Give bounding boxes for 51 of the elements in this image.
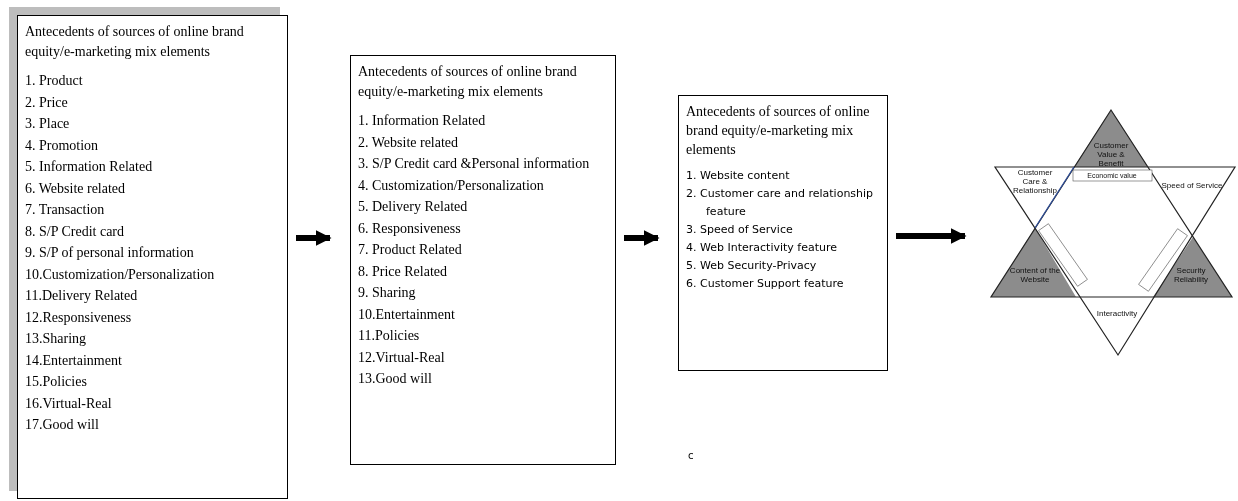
box-heading: Antecedents of sources of online brand equity/e-marketing mix elements [25,23,245,61]
list-item: 5. Information Related [25,158,154,176]
star-segment-label: Speed of Service [1161,180,1223,190]
text-box [678,95,888,371]
list-item: 2. Price [25,93,69,112]
list-item: 12.Virtual-Real [358,348,446,367]
note-text: c [688,449,694,463]
list-item: 8. S/P Credit card [25,222,126,241]
list-item: 5. Delivery Related [358,198,469,216]
list-item: 10.Customization/Personalization [25,265,216,284]
list-item: 9. S/P of personal information [25,244,195,262]
arrow [896,228,967,244]
box-heading: Antecedents of sources of online brand equity/e-marketing mix elements [686,103,871,159]
star-segment-label: Customer Care & Relationship [1012,167,1058,195]
list-item: 14.Entertainment [25,351,123,370]
list-item: 1. Product [25,72,84,90]
list-item: 7. Product Related [358,241,463,259]
star-segment-label: Security Reliability [1172,266,1210,284]
text-box [350,55,616,465]
list-item: 3. S/P Credit card &Personal information [358,155,591,173]
star-segment-label: Interactivity [1096,308,1138,318]
list-item: 4. Web Interactivity feature [686,240,839,256]
arrow [624,230,660,246]
list-item: 13.Good will [358,370,433,388]
list-item: 1. Information Related [358,112,487,130]
list-item: 15.Policies [25,373,88,391]
list-item: 2. Website related [358,133,460,152]
list-item: 10.Entertainment [358,305,456,324]
list-item: 5. Web Security-Privacy [686,258,818,274]
list-item: 16.Virtual-Real [25,394,113,413]
arrow [296,230,332,246]
list-item: 17.Good will [25,416,100,434]
list-item: 4. Promotion [25,136,100,155]
list-item: 11.Delivery Related [25,287,139,305]
star-segment-label: Customer Value & Benefit [1092,140,1130,168]
list-item: 6. Customer Support feature [686,276,845,292]
list-item: 13.Sharing [25,330,88,348]
list-item: 1. Website content [686,168,791,184]
star-segment-label: Content of the Website [1008,266,1062,284]
box-heading: Antecedents of sources of online brand equity/e-marketing mix elements [358,63,578,101]
list-item: 2. Customer care and relationship feature [686,186,875,220]
list-item: 3. Place [25,115,71,133]
list-item: 6. Responsiveness [358,219,462,238]
list-item: 11.Policies [358,327,421,345]
list-item: 6. Website related [25,179,127,198]
list-item: 8. Price Related [358,262,449,281]
list-item: 3. Speed of Service [686,222,794,238]
list-item: 12.Responsiveness [25,308,133,327]
list-item: 7. Transaction [25,201,106,219]
list-item: 4. Customization/Personalization [358,176,545,195]
list-item: 9. Sharing [358,284,417,302]
